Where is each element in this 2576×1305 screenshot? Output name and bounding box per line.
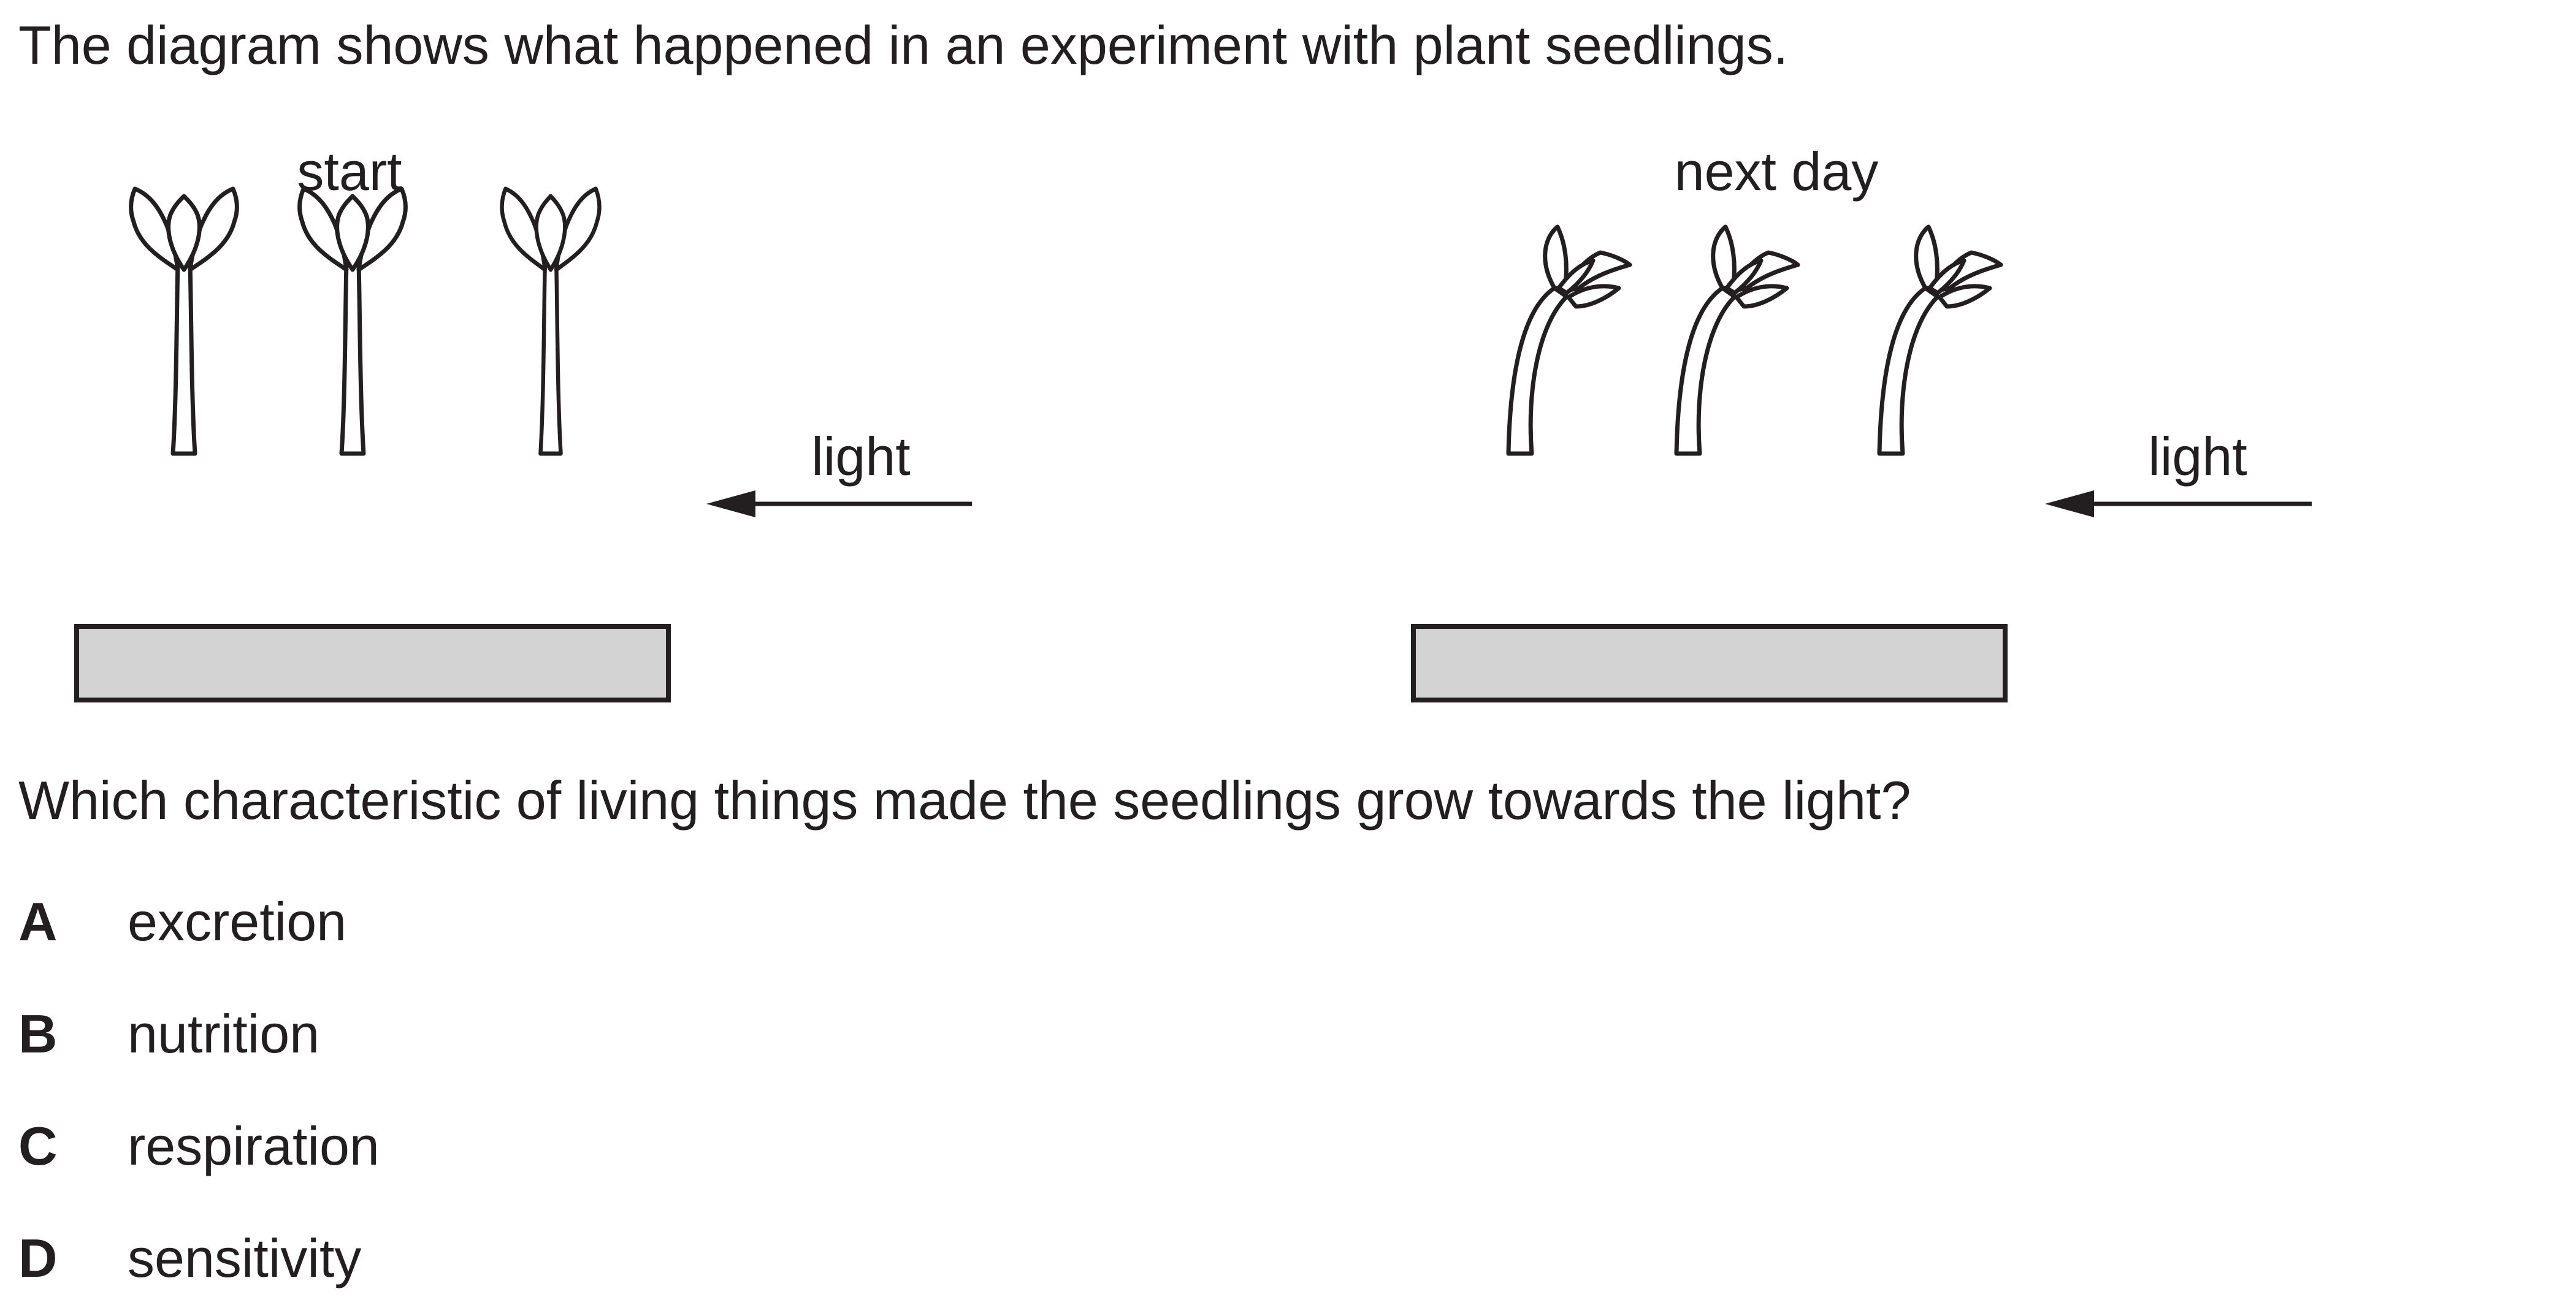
intro-text: The diagram shows what happened in an ex… [18, 15, 1789, 75]
light-arrow-right [2045, 490, 2312, 517]
light-label-left: light [811, 426, 910, 487]
bent-seedling-2 [1676, 227, 1798, 454]
option-b-text: nutrition [128, 1003, 320, 1064]
option-d-text: sensitivity [128, 1228, 362, 1288]
upright-seedling-2 [300, 189, 406, 454]
start-label: start [297, 141, 402, 202]
light-arrow-left [706, 490, 972, 517]
option-c-letter: C [18, 1116, 58, 1176]
option-c-text: respiration [128, 1116, 380, 1176]
question-text: Which characteristic of living things ma… [18, 770, 1911, 831]
start-tray [74, 624, 671, 702]
next-day-tray [1411, 624, 2008, 702]
upright-seedling-1 [131, 189, 237, 454]
bent-seedling-1 [1508, 227, 1630, 454]
option-b-letter: B [18, 1003, 58, 1064]
next-day-label: next day [1675, 141, 1879, 202]
upright-seedling-3 [502, 189, 599, 454]
seedling-experiment-diagram: start light next day light [74, 141, 2312, 702]
bent-seedling-3 [1879, 227, 2001, 454]
option-a-letter: A [18, 891, 58, 952]
option-d-letter: D [18, 1228, 58, 1288]
light-label-right: light [2148, 426, 2247, 487]
option-a-text: excretion [128, 891, 347, 952]
